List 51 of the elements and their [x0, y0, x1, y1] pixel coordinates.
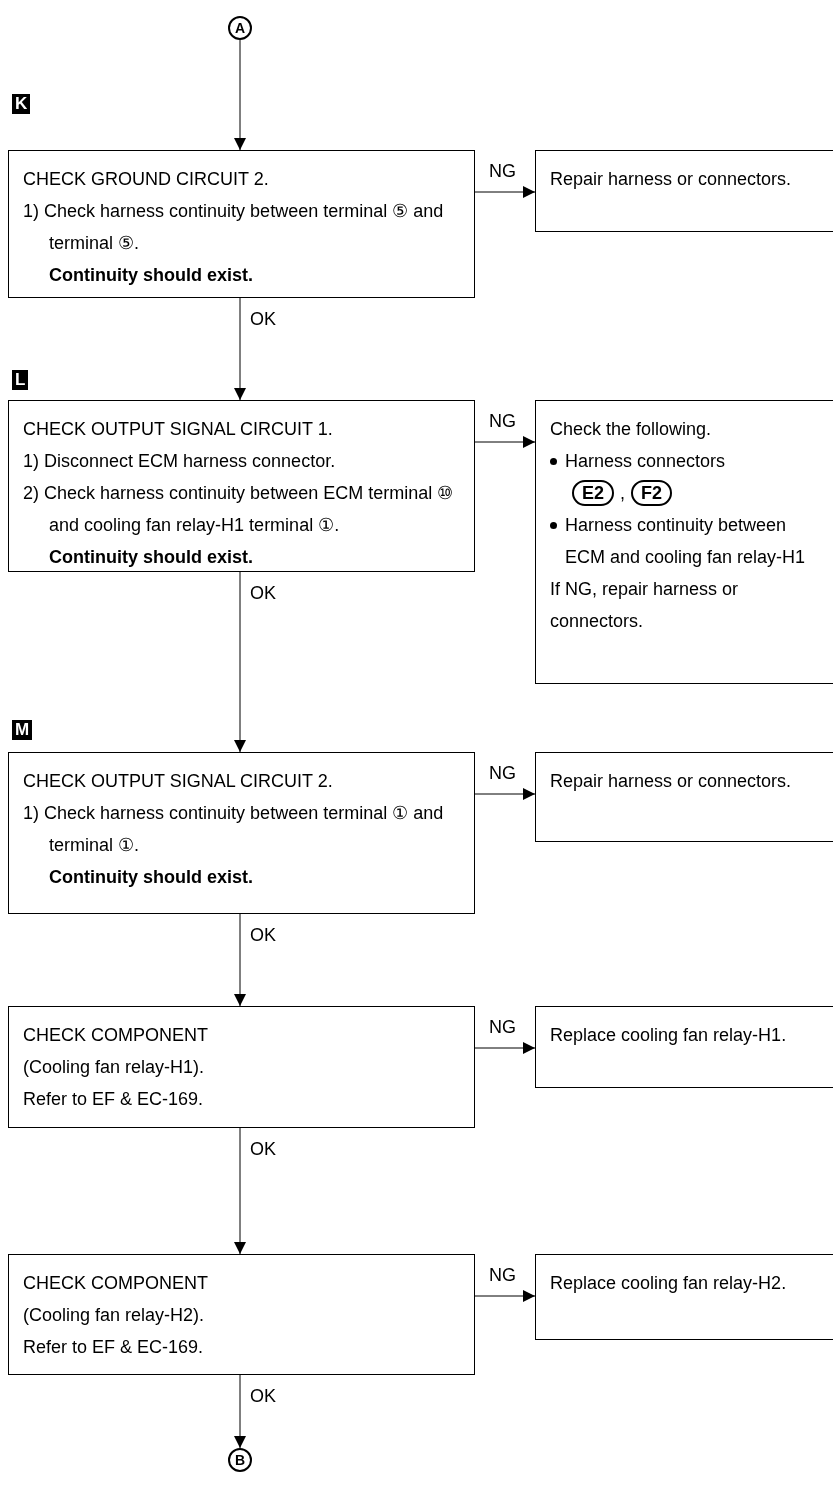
step-text: CHECK COMPONENT — [23, 1024, 209, 1047]
result-note: Continuity should exist. — [48, 264, 254, 287]
check-item: Harness connectors — [565, 450, 726, 473]
action-box — [535, 1254, 833, 1340]
instruction-step: 1) Check harness continuity between terminal ① and terminal ①. — [23, 797, 460, 861]
flow-arrow — [234, 571, 246, 753]
step-text: CHECK COMPONENT — [23, 1272, 209, 1295]
action-text: Repair harness or connectors. — [550, 770, 793, 793]
flow-arrow — [234, 1374, 246, 1449]
flow-arrow — [474, 1290, 536, 1302]
action-text: If NG, repair harness or connectors. — [550, 578, 740, 633]
instruction-step: 1) Disconnect ECM harness connector. — [23, 445, 460, 477]
process-box — [8, 1254, 475, 1375]
flow-arrow — [474, 788, 536, 800]
process-box — [8, 150, 475, 298]
flow-arrow — [474, 1042, 536, 1054]
step-text: CHECK GROUND CIRCUIT 2. — [23, 168, 270, 191]
flow-arrow — [234, 39, 246, 151]
step-text: CHECK OUTPUT SIGNAL CIRCUIT 2. — [23, 770, 334, 793]
step-text: CHECK OUTPUT SIGNAL CIRCUIT 1. — [23, 418, 334, 441]
step-marker: M — [12, 720, 33, 740]
step-text: (Cooling fan relay-H2). — [23, 1304, 206, 1327]
action-box — [535, 400, 833, 684]
process-box — [8, 400, 475, 572]
step-marker: L — [12, 370, 29, 390]
action-box — [535, 752, 833, 842]
flow-arrow — [474, 186, 536, 198]
step-text: Refer to EF & EC-169. — [23, 1088, 205, 1111]
connector-code: E2 — [572, 480, 615, 506]
check-item: Harness continuity between ECM and cooling fan relay-H1 — [565, 514, 807, 569]
result-note: Continuity should exist. — [48, 866, 254, 889]
step-marker: K — [12, 94, 31, 114]
action-box — [535, 150, 833, 232]
flow-arrow — [234, 297, 246, 401]
step-text: Refer to EF & EC-169. — [23, 1336, 205, 1359]
instruction-step: 1) Check harness continuity between terminal ⑤ and terminal ⑤. — [23, 195, 460, 259]
action-box — [535, 1006, 833, 1088]
result-note: Continuity should exist. — [48, 546, 254, 569]
process-box — [8, 1006, 475, 1128]
action-text: Replace cooling fan relay-H2. — [550, 1272, 788, 1295]
flow-arrow — [474, 436, 536, 448]
flow-arrow — [234, 1127, 246, 1255]
connector-code: F2 — [631, 480, 673, 506]
flow-arrow — [234, 913, 246, 1007]
action-text: Check the following. — [550, 418, 713, 441]
step-text: (Cooling fan relay-H1). — [23, 1056, 206, 1079]
separator-text: , — [620, 482, 626, 505]
instruction-step: 2) Check harness continuity between ECM terminal ⑩ and cooling fan relay-H1 terminal ①. — [23, 477, 460, 541]
process-box — [8, 752, 475, 914]
action-text: Replace cooling fan relay-H1. — [550, 1024, 788, 1047]
action-text: Repair harness or connectors. — [550, 168, 793, 191]
